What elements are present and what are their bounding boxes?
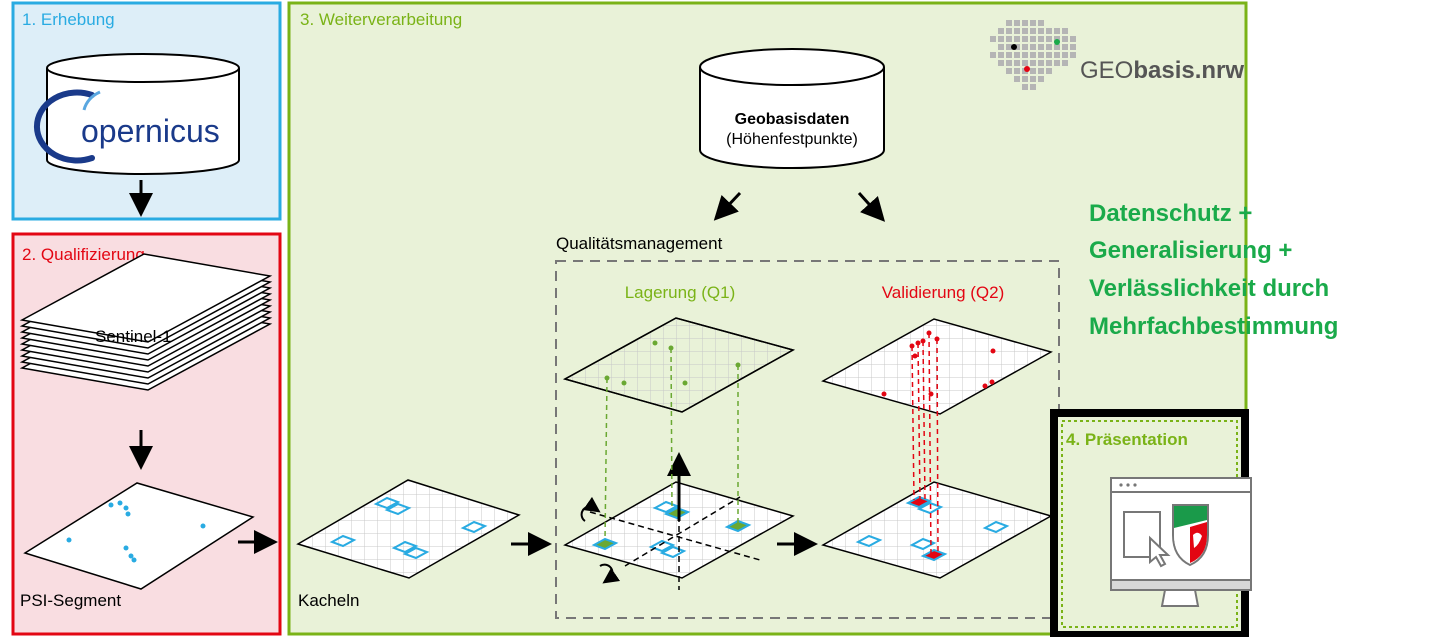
- copernicus-swoosh-icon: [33, 89, 95, 164]
- callout-line-2: Generalisierung +: [1089, 237, 1292, 264]
- qm-q1-label: Lagerung (Q1): [625, 283, 736, 302]
- arrow-geobasis-q1: [713, 191, 742, 221]
- q2-connectors: [911, 332, 939, 556]
- geobasis-subtitle: (Höhenfestpunkte): [726, 131, 858, 148]
- section-weiterverarbeitung-title: 3. Weiterverarbeitung: [300, 10, 462, 29]
- qm-title: Qualitätsmanagement: [556, 234, 723, 253]
- q1-reference-plane: [563, 317, 795, 413]
- copernicus-database: opernicus: [33, 53, 240, 175]
- arrow-geobasis-q2: [857, 191, 886, 222]
- psi-label: PSI-Segment: [20, 591, 121, 610]
- section-praesentation-title: 4. Präsentation: [1066, 430, 1188, 449]
- section-erhebung-title: 1. Erhebung: [22, 10, 115, 29]
- svg-text:GEObasis.nrw: GEObasis.nrw: [1080, 57, 1244, 84]
- section-qualifizierung-title: 2. Qualifizierung: [22, 245, 145, 264]
- callout-line-4: Mehrfachbestimmung: [1089, 313, 1338, 340]
- q1-tile-plane: [563, 452, 795, 590]
- cursor-icon: [1149, 535, 1171, 568]
- geobasis-title: Geobasisdaten: [735, 111, 850, 128]
- rotate-icon: [580, 496, 601, 522]
- geobasis-nrw-logo: GEObasis.nrw: [990, 20, 1244, 90]
- logo-geo: GEO: [1080, 57, 1133, 84]
- geobasisdaten-database: Geobasisdaten (Höhenfestpunkte): [699, 48, 885, 169]
- sentinel-label: Sentinel-1: [95, 327, 172, 346]
- nrw-coat-of-arms-icon: [1172, 504, 1209, 567]
- qm-q2-label: Validierung (Q2): [882, 283, 1005, 302]
- sentinel-stack: Sentinel-1: [19, 253, 273, 391]
- q1-connectors: [604, 347, 739, 541]
- monitor-icon: [1110, 477, 1252, 607]
- logo-basis: basis: [1133, 57, 1194, 84]
- kacheln-plane: [296, 479, 521, 579]
- callout-line-1: Datenschutz +: [1089, 200, 1252, 227]
- logo-nrw: .nrw: [1195, 57, 1245, 84]
- rotate-icon-2: [599, 563, 621, 584]
- kacheln-label: Kacheln: [298, 591, 359, 610]
- psi-segment-plane: [23, 482, 255, 590]
- callout-line-3: Verlässlichkeit durch: [1089, 275, 1329, 302]
- callout-text: Datenschutz + Generalisierung + Verlässl…: [1089, 200, 1338, 340]
- copernicus-logo-text: opernicus: [81, 113, 220, 149]
